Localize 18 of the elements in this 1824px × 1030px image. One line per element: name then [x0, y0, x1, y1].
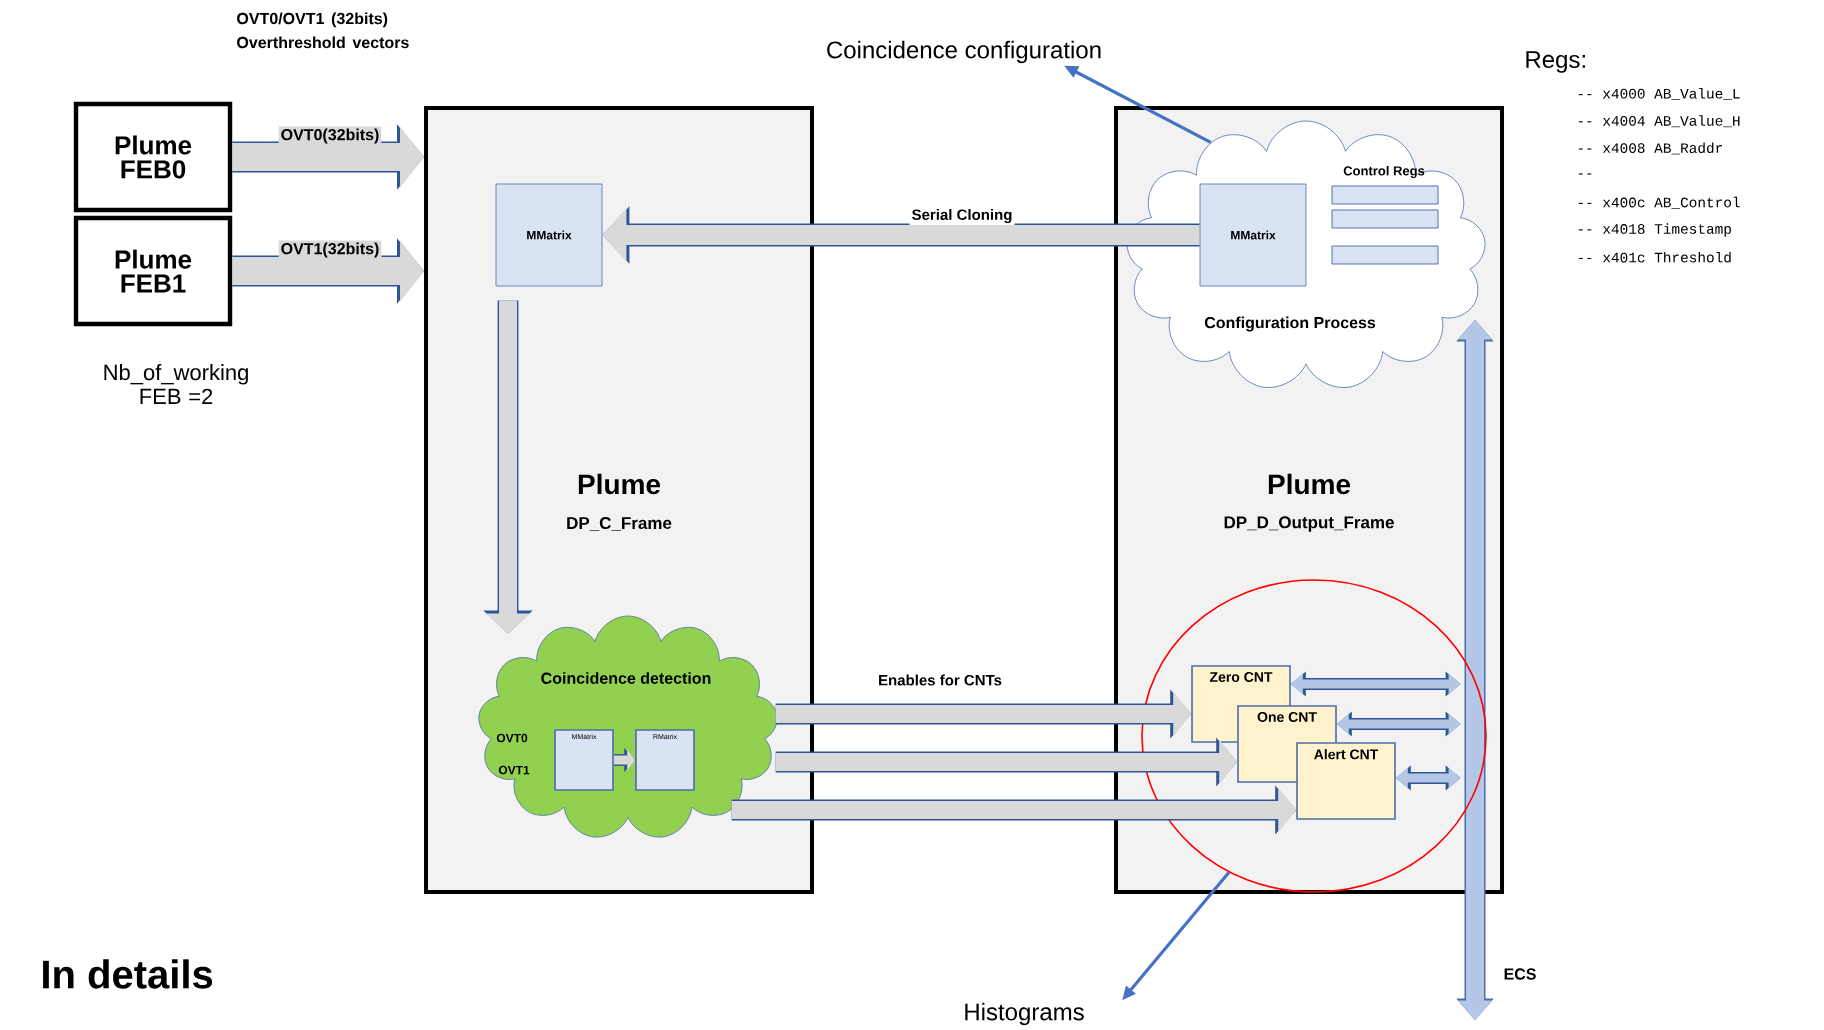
feb-box: Plume FEB0: [73, 101, 233, 213]
edge-label: OVT1(32bits): [278, 240, 382, 260]
bus-label: ECS: [1504, 968, 1536, 980]
note-text: OVT0/OVT1 (32bits) Overthreshold vectors: [237, 12, 409, 49]
annotation-text: Coincidence configuration: [827, 40, 1101, 64]
heading: In details: [43, 959, 213, 989]
edge-label: OVT0(32bits): [278, 126, 382, 146]
heading: Regs:: [1526, 51, 1585, 73]
frame-title: Plume: [1268, 473, 1351, 495]
feb-box: Plume FEB1: [73, 215, 233, 327]
annotation-text: Histograms: [965, 1002, 1084, 1026]
frame-subtitle: DP_C_Frame: [567, 517, 672, 531]
highlight-ellipse: [1141, 579, 1487, 893]
frame-title: Plume: [578, 473, 661, 495]
note-text: Nb_of_working FEB =2: [104, 364, 248, 404]
frame-subtitle: DP_D_Output_Frame: [1224, 516, 1394, 532]
cloud-text: Coincidence detection: [541, 672, 711, 684]
cloud-text: Configuration Process: [1204, 316, 1376, 332]
